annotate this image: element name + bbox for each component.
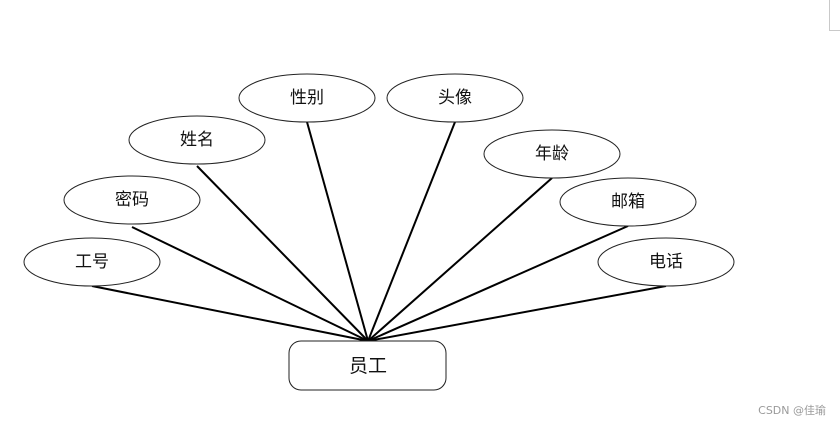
attribute-label: 性别 [290,88,324,108]
watermark: CSDN @佳瑜 [758,404,826,417]
attribute-dianhua: 电话 [597,237,735,287]
attribute-mima: 密码 [63,175,201,225]
attribute-xingming: 姓名 [128,115,266,165]
edge-xingbie [306,121,369,342]
edge-gonghao [91,285,369,342]
attribute-ellipse [238,73,376,123]
attribute-youxiang: 邮箱 [559,177,697,227]
edge-touxiang [367,121,456,342]
edge-xingming [196,165,369,342]
attribute-xingbie: 性别 [238,73,376,123]
attributes: 工号 密码 姓名 性别 头像 年龄 邮箱 电话 [23,73,735,287]
entity-yuangong: 员工 [288,340,447,391]
edges [91,121,667,342]
edge-nianling [367,177,553,342]
attribute-ellipse [63,175,201,225]
attribute-ellipse [483,129,621,179]
attribute-label: 工号 [75,252,109,272]
attribute-ellipse [386,73,524,123]
attribute-label: 密码 [115,190,149,210]
edge-dianhua [367,285,667,342]
page-corner-mark [829,0,840,31]
edge-youxiang [367,225,629,342]
attribute-touxiang: 头像 [386,73,524,123]
attribute-label: 头像 [438,88,472,108]
attribute-nianling: 年龄 [483,129,621,179]
attribute-label: 姓名 [180,130,214,150]
attribute-ellipse [597,237,735,287]
attribute-label: 邮箱 [611,192,645,212]
edge-mima [131,226,369,342]
attribute-label: 电话 [649,252,683,272]
entity-label: 员工 [349,355,387,377]
attribute-ellipse [559,177,697,227]
entity-box [288,340,447,391]
attribute-ellipse [128,115,266,165]
attribute-ellipse [23,237,161,287]
attribute-gonghao: 工号 [23,237,161,287]
attribute-label: 年龄 [535,144,569,164]
